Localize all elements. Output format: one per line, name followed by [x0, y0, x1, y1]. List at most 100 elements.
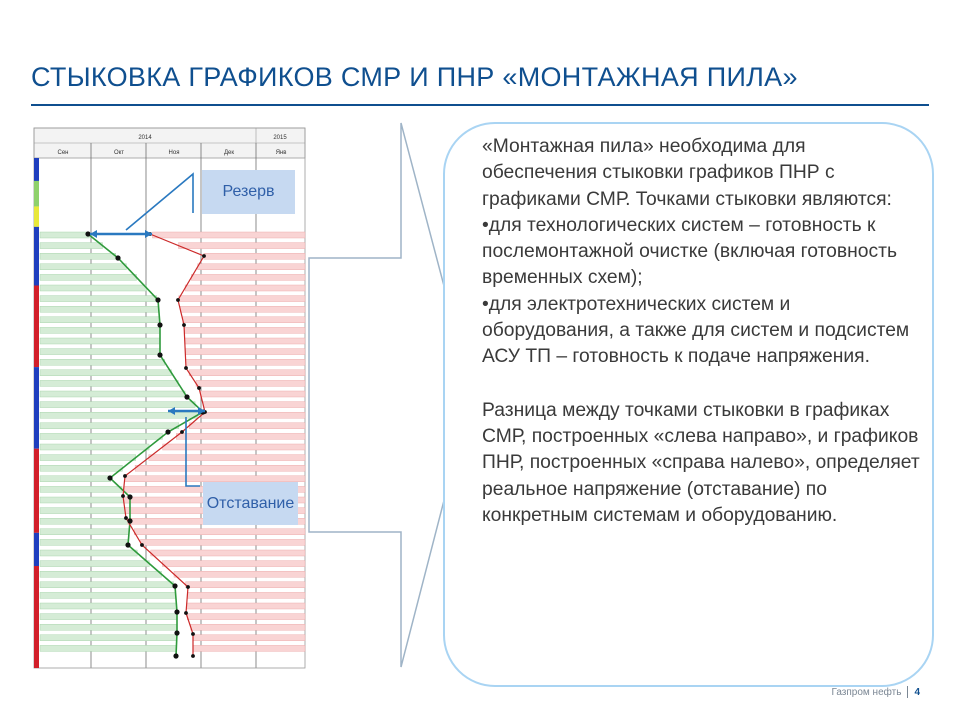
pnr-bar — [148, 454, 306, 461]
gantt-group-marker — [34, 566, 39, 668]
smr-bar — [39, 507, 131, 514]
gantt-year-label: 2015 — [273, 135, 287, 141]
smr-bar — [39, 274, 137, 281]
pnr-point — [202, 254, 206, 258]
reserve-arrow-head — [145, 230, 152, 238]
smr-bar — [39, 549, 138, 557]
gantt-group-marker — [34, 285, 39, 368]
smr-bar — [39, 337, 161, 345]
smr-point — [127, 518, 133, 524]
pnr-bar — [185, 348, 306, 355]
smr-bar — [39, 496, 131, 504]
pnr-bar — [202, 401, 306, 408]
pnr-bar — [184, 284, 306, 292]
smr-bar — [39, 295, 157, 302]
smr-point — [165, 429, 171, 435]
pnr-bar — [186, 613, 306, 620]
pnr-bar — [182, 316, 306, 323]
slide-title: СТЫКОВКА ГРАФИКОВ СМР И ПНР «МОНТАЖНАЯ П… — [31, 62, 798, 92]
pnr-saw-line — [122, 233, 206, 656]
pnr-bar — [124, 475, 306, 482]
pnr-bar — [185, 359, 306, 366]
gantt-month-label: Сен — [58, 150, 69, 156]
gantt-month-label: Янв — [276, 150, 287, 156]
pnr-point — [191, 654, 195, 658]
explanation-text: «Монтажная пила» необходима для обеспече… — [482, 134, 922, 529]
smr-point — [173, 653, 179, 659]
smr-bar — [39, 475, 112, 482]
reserve-arrow-head — [90, 230, 97, 238]
pnr-point — [140, 543, 144, 547]
smr-bar — [39, 327, 161, 334]
smr-point — [172, 583, 178, 589]
smr-bar — [39, 369, 172, 376]
pnr-point — [121, 494, 125, 498]
smr-bar — [39, 518, 131, 525]
pnr-point — [186, 585, 190, 589]
gantt-year-label: 2014 — [138, 135, 152, 141]
gantt-group-marker — [34, 206, 39, 227]
delay-label: Отставание — [203, 482, 298, 525]
gantt-group-marker — [34, 532, 39, 566]
pnr-point — [191, 632, 195, 636]
smr-bar — [39, 486, 123, 493]
gantt-month-label: Дек — [224, 150, 234, 156]
pnr-bar — [162, 443, 306, 451]
gantt-group-marker — [34, 226, 39, 286]
pnr-bar — [178, 295, 306, 302]
company-name: Газпром нефть — [831, 686, 902, 698]
smr-bar — [39, 465, 123, 472]
smr-point — [127, 494, 133, 500]
smr-bar — [39, 380, 179, 387]
pnr-bar — [201, 412, 306, 419]
smr-bar — [39, 602, 177, 610]
smr-bar — [39, 359, 165, 366]
smr-point — [85, 231, 91, 237]
smr-bar — [39, 539, 129, 546]
pnr-bar — [192, 634, 306, 641]
smr-point — [174, 630, 180, 636]
pnr-bar — [184, 337, 306, 345]
smr-bar — [39, 263, 127, 270]
pnr-point — [184, 366, 188, 370]
pnr-bar — [180, 306, 306, 313]
pnr-bar — [152, 231, 306, 239]
slide-footer: Газпром нефть 4 — [831, 686, 920, 698]
pnr-bar — [140, 539, 306, 546]
explanation-paragraph-1: «Монтажная пила» необходима для обеспече… — [482, 136, 910, 368]
pnr-point — [123, 474, 127, 478]
title-underline — [31, 104, 929, 106]
smr-point — [174, 609, 180, 615]
smr-bar — [39, 401, 196, 408]
smr-bar — [39, 454, 136, 461]
smr-bar — [39, 613, 178, 620]
smr-bar — [39, 443, 150, 451]
smr-bar — [39, 528, 130, 535]
pnr-bar — [173, 571, 306, 578]
smr-bar — [39, 571, 162, 578]
pnr-point — [176, 298, 180, 302]
pnr-bar — [184, 327, 306, 334]
reserve-label: Резерв — [202, 170, 295, 214]
smr-bar — [39, 422, 180, 429]
gantt-group-marker — [34, 367, 39, 449]
gantt-group-marker — [34, 158, 39, 181]
gantt-group-marker — [34, 180, 39, 207]
smr-bar — [39, 433, 163, 440]
smr-bar — [39, 252, 116, 260]
pnr-bar — [133, 528, 306, 535]
pnr-bar — [197, 263, 306, 270]
pnr-bar — [134, 465, 306, 472]
pnr-bar — [190, 624, 306, 631]
pnr-bar — [200, 390, 306, 398]
smr-bar — [39, 284, 147, 292]
pnr-bar — [203, 252, 306, 260]
smr-bar — [39, 316, 160, 323]
smr-bar — [39, 645, 177, 652]
smr-point — [184, 394, 190, 400]
gantt-month-label: Ноя — [169, 150, 180, 156]
pnr-point — [197, 386, 201, 390]
pnr-bar — [188, 369, 306, 376]
pnr-point — [184, 611, 188, 615]
